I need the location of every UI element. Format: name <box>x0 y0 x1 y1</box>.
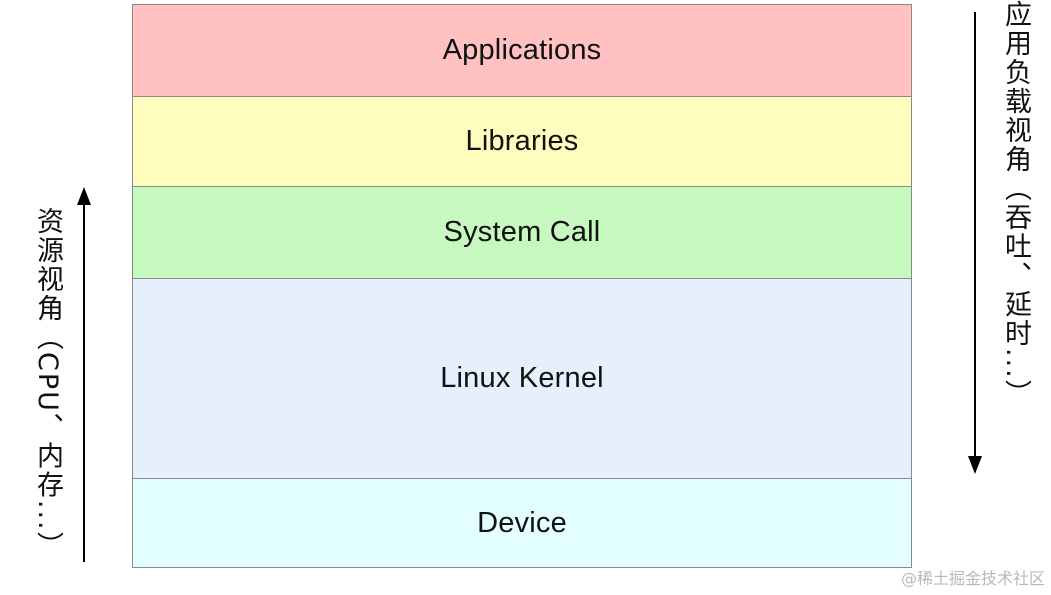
layer-device: Device <box>132 478 912 568</box>
layer-label-device: Device <box>477 506 567 539</box>
layer-label-libraries: Libraries <box>465 125 579 157</box>
layer-label-system-call: System Call <box>443 216 601 248</box>
layer-label-linux-kernel: Linux Kernel <box>440 362 604 394</box>
right-down-arrow <box>968 12 982 474</box>
layer-system-call: System Call <box>132 186 912 279</box>
layer-applications: Applications <box>132 4 912 97</box>
left-up-arrow <box>77 187 91 562</box>
layer-linux-kernel: Linux Kernel <box>132 277 912 480</box>
layer-label-applications: Applications <box>442 34 602 66</box>
watermark: @稀土掘金技术社区 <box>900 569 1045 588</box>
left-axis-label: 资源视角（CPU、内存...） <box>32 207 63 561</box>
right-axis-label: 应用负载视角（吞吐、延时...） <box>1000 0 1031 409</box>
layer-stack: Applications Libraries System Call Linux… <box>132 4 912 568</box>
